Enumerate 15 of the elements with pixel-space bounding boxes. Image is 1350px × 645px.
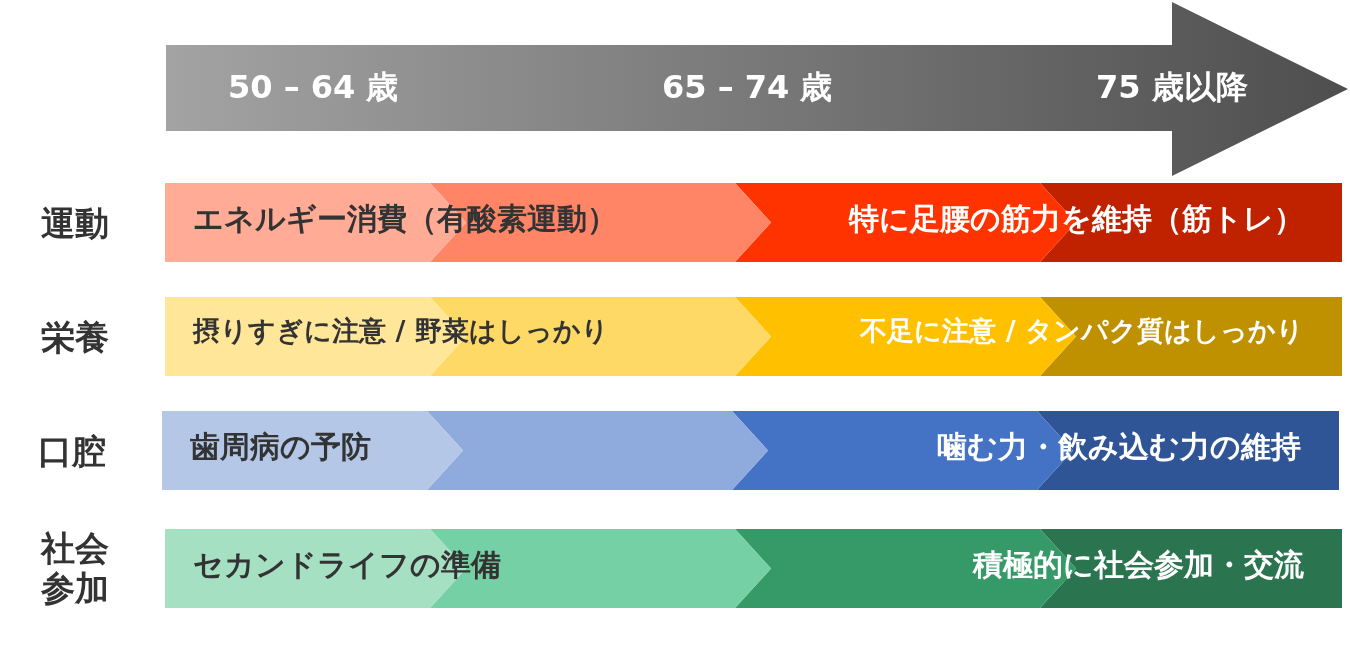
band-text: セカンドライフの準備 [193, 547, 501, 583]
band-text: エネルギー消費（有酸素運動） [193, 201, 617, 237]
band-text: 歯周病の予防 [190, 429, 371, 465]
row-label: 運動 [40, 202, 110, 243]
row-label: 栄養 [40, 316, 110, 357]
age-label: 50 – 64 歳 [228, 68, 399, 107]
band-text: 摂りすぎに注意 / 野菜はしっかり [193, 315, 609, 348]
band-text: 不足に注意 / タンパク質はしっかり [860, 315, 1304, 348]
band-text: 特に足腰の筋力を維持（筋トレ） [849, 201, 1304, 237]
row-label: 社会参加 [39, 527, 110, 610]
age-label: 65 – 74 歳 [662, 68, 833, 107]
row-label: 口腔 [37, 430, 107, 471]
band-text: 噛む力・飲み込む力の維持 [937, 429, 1301, 465]
band-text: 積極的に社会参加・交流 [973, 547, 1304, 583]
age-label: 75 歳以降 [1096, 68, 1248, 107]
